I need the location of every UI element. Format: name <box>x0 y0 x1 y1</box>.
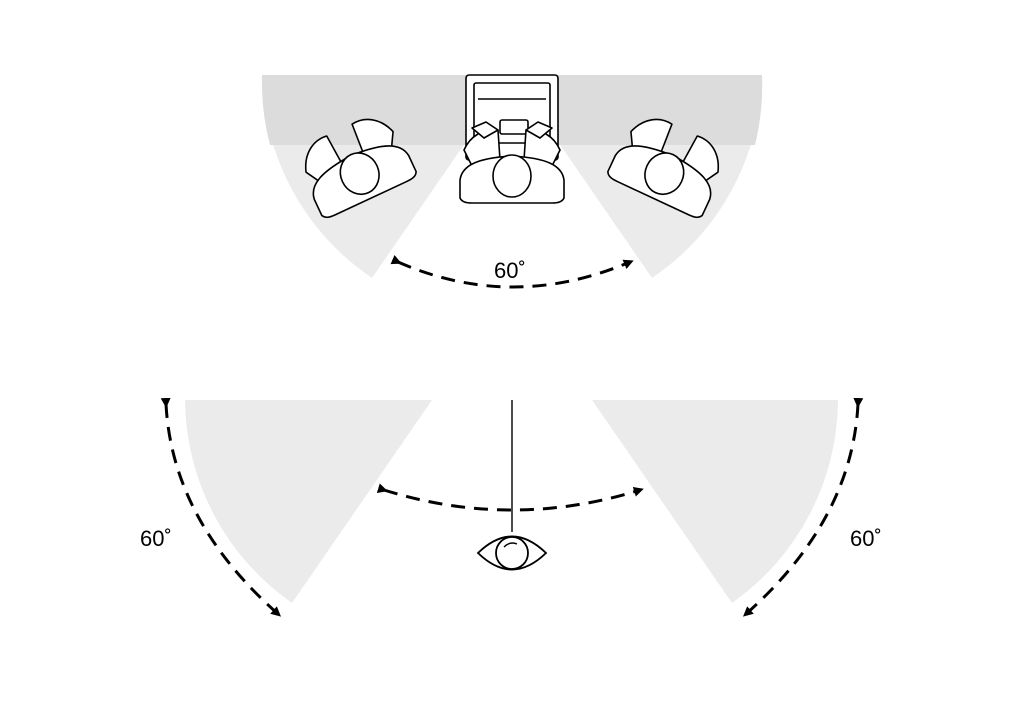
top-scene <box>261 74 763 289</box>
eye-icon <box>476 535 548 571</box>
person-right-icon <box>607 118 720 219</box>
bottom-center-dashed-arrow <box>376 483 644 512</box>
bottom-left-viewing-zone <box>185 400 432 603</box>
bottom-scene <box>160 397 864 617</box>
bottom-left-angle-label: 60˚ <box>140 526 172 551</box>
bottom-left-dashed-arrow <box>160 397 281 617</box>
bottom-right-angle-label: 60˚ <box>850 526 882 551</box>
bottom-right-dashed-arrow <box>743 397 864 617</box>
person-left-icon <box>304 118 417 219</box>
top-dashed-arrow <box>390 255 634 289</box>
bottom-right-viewing-zone <box>592 400 838 603</box>
person-center-icon <box>459 121 565 204</box>
top-angle-label: 60˚ <box>494 258 526 283</box>
